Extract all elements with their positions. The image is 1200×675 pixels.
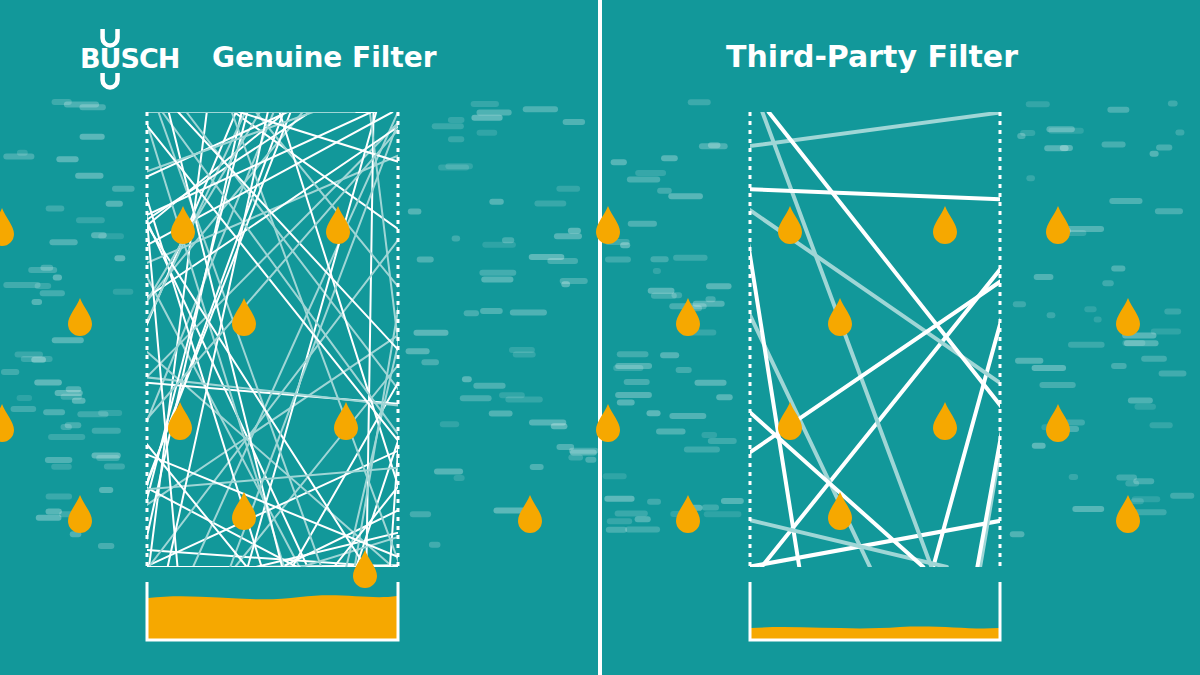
panel-heading: Genuine Filter: [212, 44, 437, 72]
panel-divider: [598, 0, 602, 675]
oil-droplets: [0, 206, 1140, 588]
oil-trays: [147, 582, 1000, 640]
coarse-fibers: [750, 112, 1000, 567]
dense-fibers: [147, 112, 398, 567]
brand-logo: BUSCH: [80, 45, 179, 72]
panel-heading: Third-Party Filter: [726, 42, 1018, 72]
filter-borders: [147, 112, 1000, 567]
